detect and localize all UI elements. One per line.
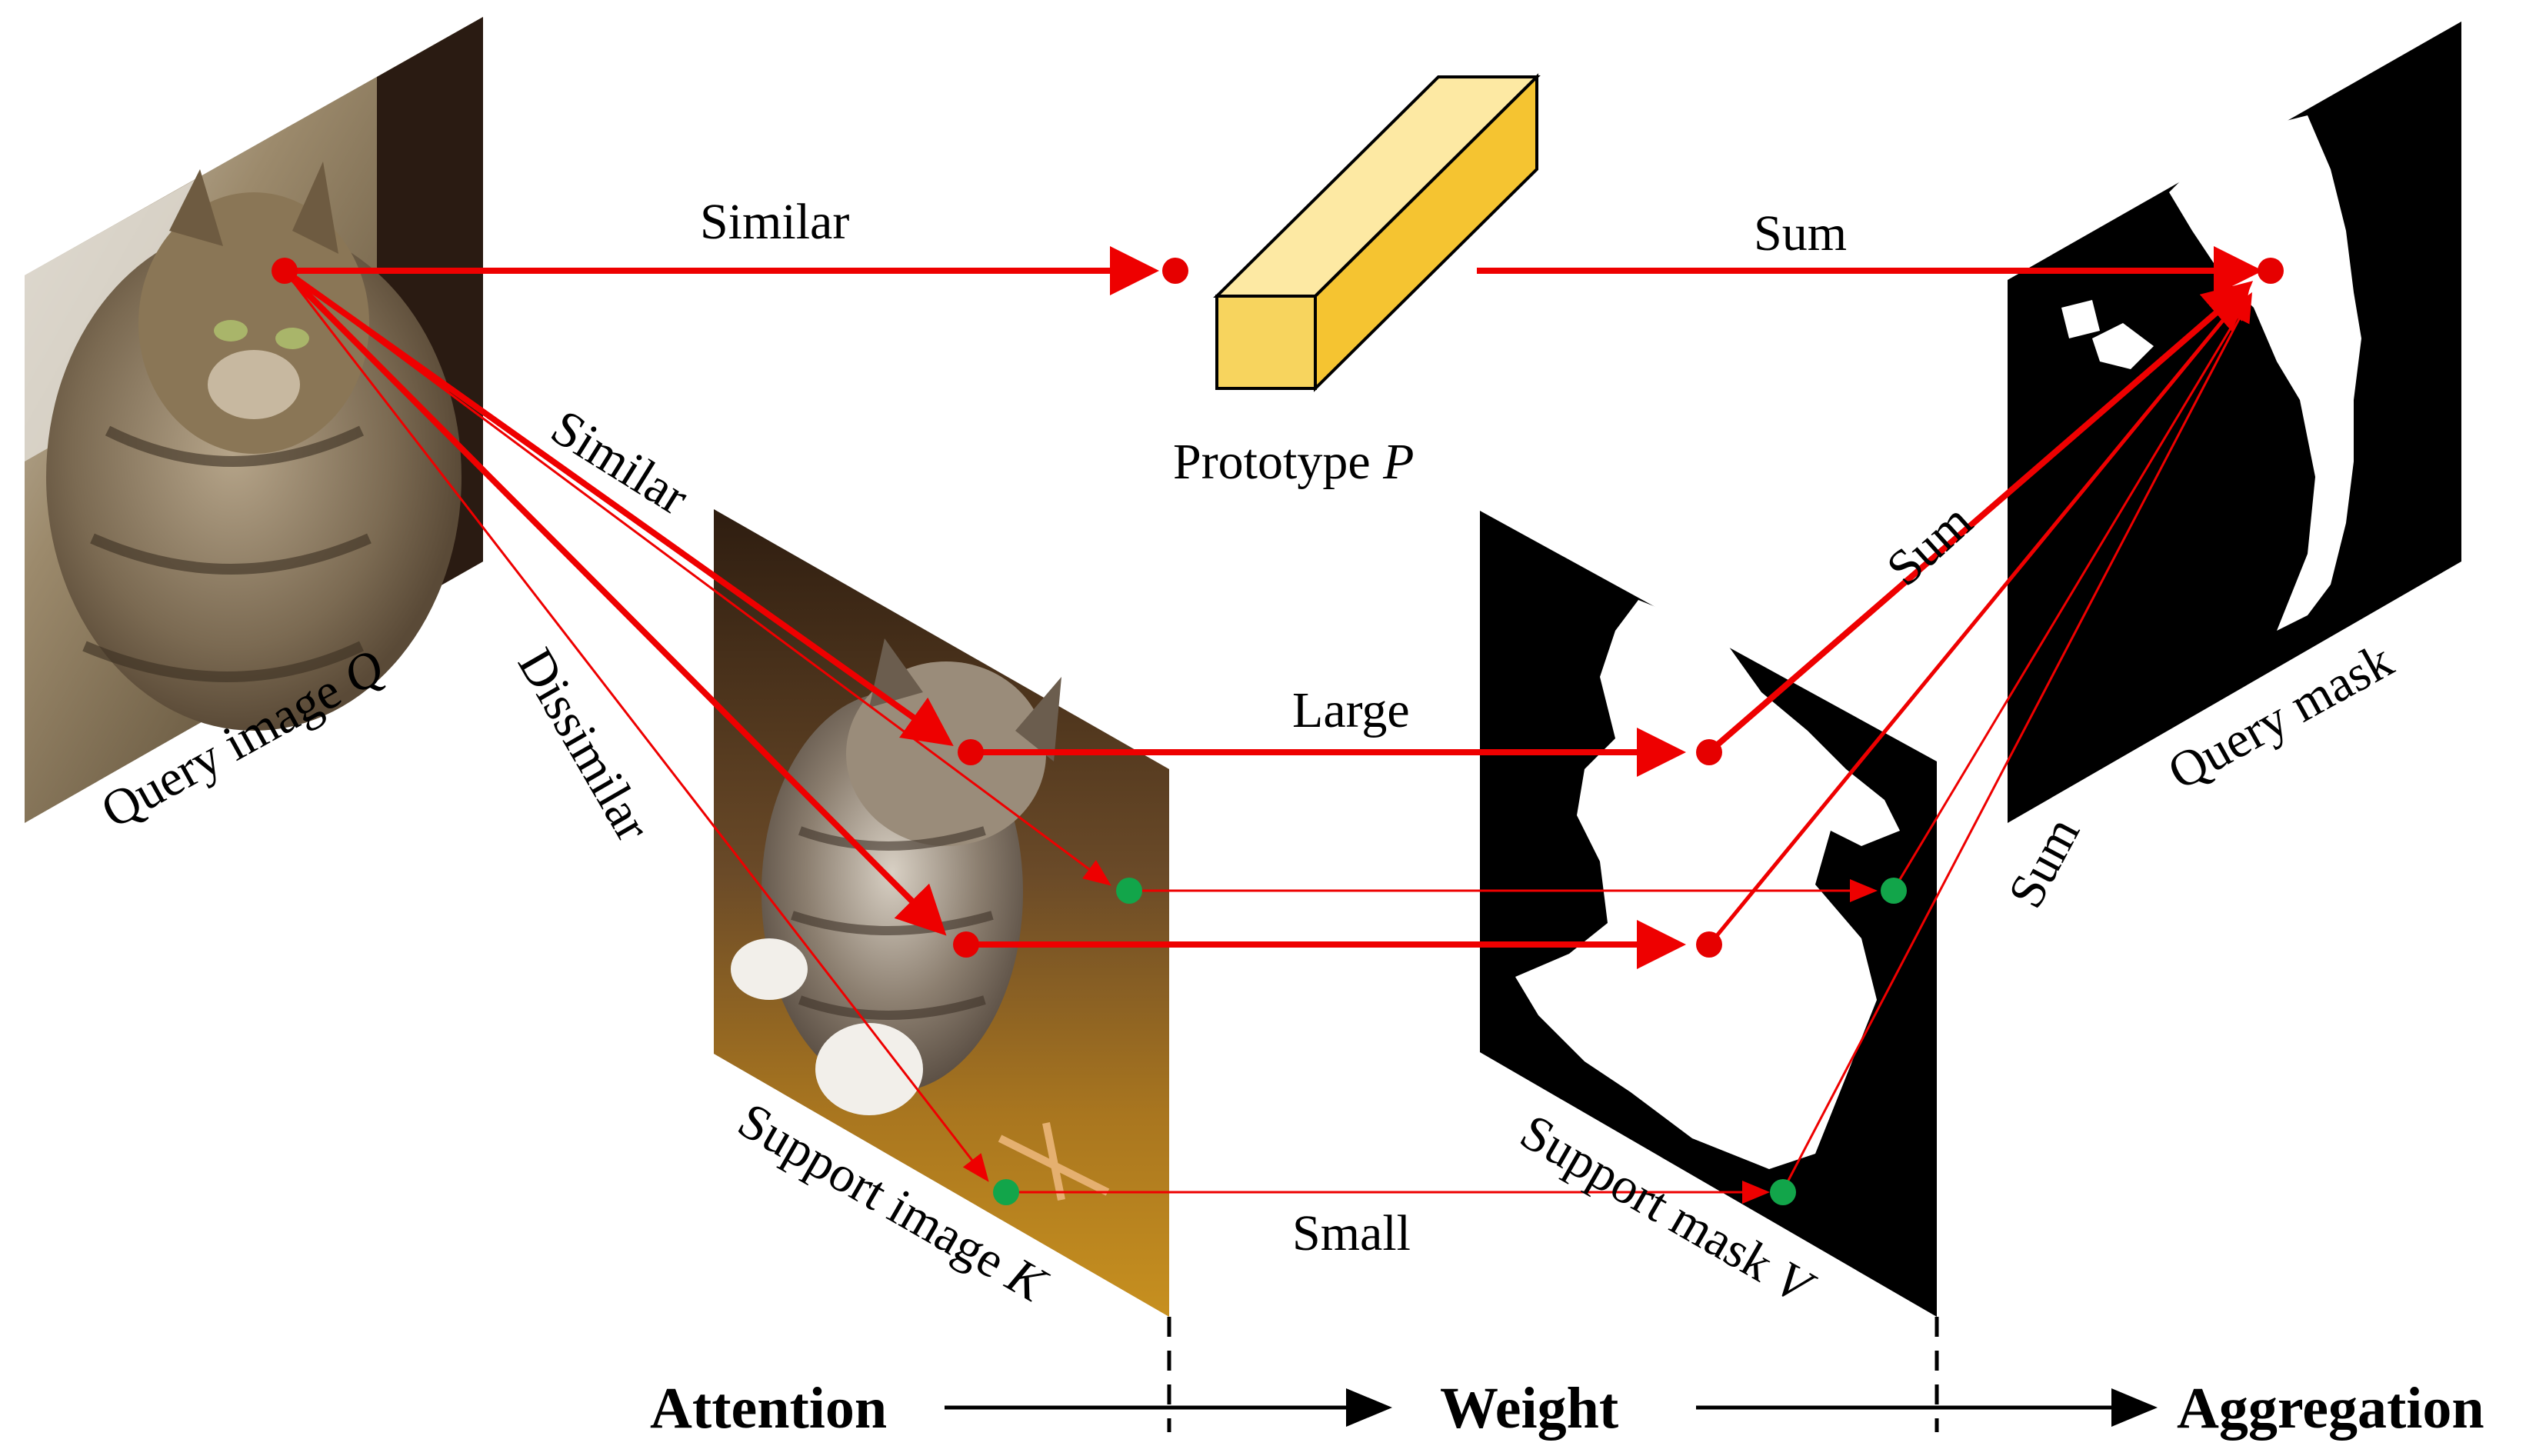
label-sum-mid: Sum bbox=[1876, 493, 1983, 597]
arrow-v1-to-qm bbox=[1709, 281, 2254, 753]
point-support-k4 bbox=[993, 1179, 1019, 1205]
arrow-v2-to-qm bbox=[1893, 292, 2253, 889]
arrow-v3-to-qm bbox=[1710, 288, 2250, 944]
point-mask-v1 bbox=[1696, 739, 1722, 765]
point-query-mask bbox=[2258, 258, 2284, 284]
point-query bbox=[272, 258, 298, 284]
points bbox=[272, 258, 2284, 1205]
label-large: Large bbox=[1292, 682, 1410, 738]
stage-weight: Weight bbox=[1440, 1376, 1618, 1441]
point-support-k3 bbox=[953, 931, 979, 958]
point-mask-v3 bbox=[1696, 931, 1722, 958]
arrow-q-to-k2 bbox=[284, 269, 1111, 886]
arrow-q-to-k3 bbox=[282, 268, 947, 936]
point-mask-v2 bbox=[1881, 878, 1907, 904]
arrows-red bbox=[282, 246, 2263, 1204]
arrow-q-to-k4 bbox=[283, 270, 989, 1182]
stage-separators bbox=[1167, 1317, 1939, 1432]
point-support-k1 bbox=[958, 739, 984, 765]
query-image-panel bbox=[25, 17, 483, 823]
label-sum-top: Sum bbox=[1754, 205, 1847, 262]
label-dissimilar: Dissimilar bbox=[507, 639, 661, 851]
prototype-bar bbox=[1213, 73, 1541, 392]
arrow-v4-to-qm bbox=[1781, 294, 2252, 1191]
stage-attention: Attention bbox=[650, 1376, 887, 1441]
label-similar-top: Similar bbox=[700, 194, 849, 250]
support-mask-panel bbox=[1480, 511, 1937, 1317]
label-prototype: Prototype P bbox=[1173, 434, 1414, 490]
label-small: Small bbox=[1292, 1205, 1411, 1261]
point-prototype bbox=[1162, 258, 1188, 284]
label-sum-right: Sum bbox=[1998, 808, 2091, 917]
point-support-k2 bbox=[1116, 878, 1142, 904]
stage-aggregation: Aggregation bbox=[2177, 1376, 2484, 1441]
point-mask-v4 bbox=[1770, 1179, 1796, 1205]
query-mask-panel bbox=[2008, 22, 2461, 823]
